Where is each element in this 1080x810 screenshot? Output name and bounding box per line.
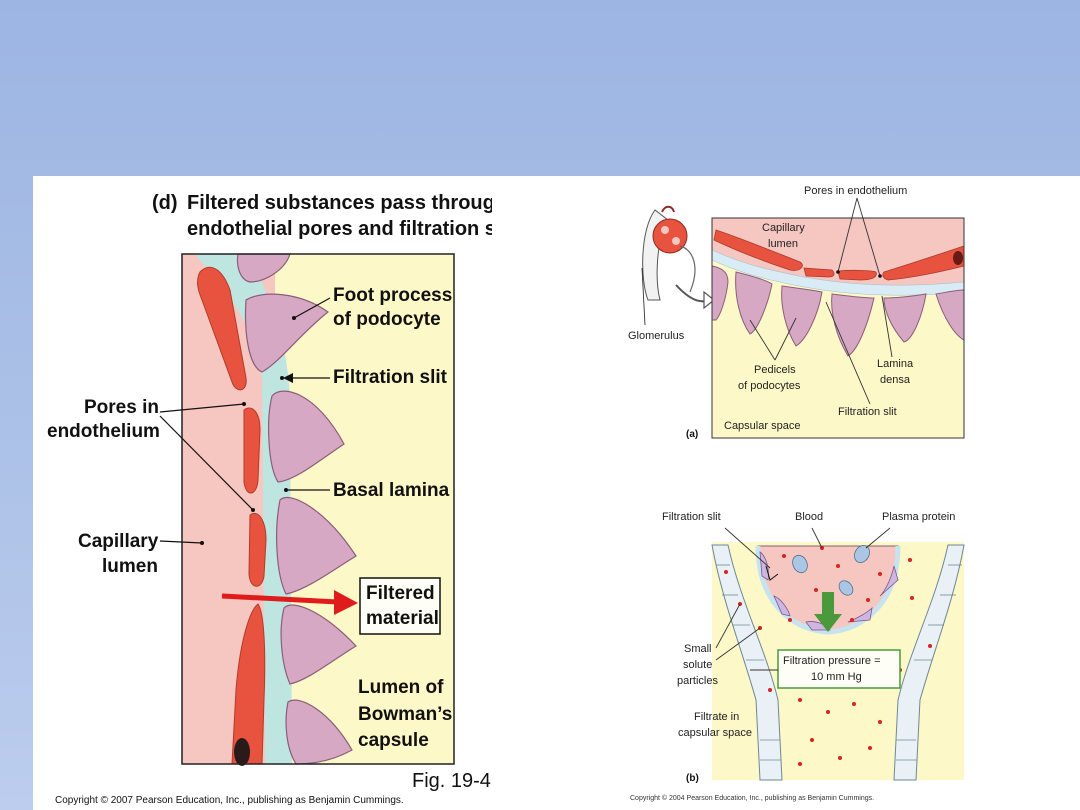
- glomerulus-icon: [642, 205, 696, 301]
- small-solute-label-1: Small: [684, 643, 712, 655]
- filtrate-label-2: capsular space: [678, 727, 752, 739]
- lamina-densa-label-1: Lamina: [877, 358, 914, 370]
- panel-d-letter: (d): [152, 192, 178, 214]
- filtered-arrow-shaft: [221, 593, 339, 605]
- capsular-space-label: Capsular space: [724, 420, 801, 432]
- panel-d-title-line2: endothelial pores and filtration slits: [187, 218, 492, 240]
- copyright-left: Copyright © 2007 Pearson Education, Inc.…: [55, 795, 404, 806]
- pores-leader: [159, 415, 254, 511]
- small-solute-label-2: solute: [683, 659, 713, 671]
- foot-process: [285, 699, 353, 765]
- endothelial-nucleus: [234, 738, 250, 766]
- small-solute-leader: [715, 627, 761, 661]
- basal-lamina-label: Basal lamina: [333, 480, 450, 501]
- small-solute-leader: [715, 603, 741, 649]
- filtered-material-label-2: material: [366, 608, 439, 629]
- pores-leader: [837, 197, 858, 273]
- blood-label: Blood: [795, 511, 824, 523]
- pores-label-2: endothelium: [47, 421, 160, 442]
- foot-process-label-1: Foot process: [333, 285, 453, 306]
- panel-a-endothelium: [713, 229, 965, 281]
- lamina-densa-label-2: densa: [880, 374, 910, 386]
- glomerulus-leader: [641, 267, 646, 326]
- endothelial-cell: [231, 603, 266, 765]
- capillary-lumen-label-2: lumen: [102, 556, 158, 577]
- pedicels-label-1: Pedicels: [754, 364, 796, 376]
- panel-a-capillary-label-2: lumen: [768, 238, 798, 250]
- filtered-material-box: [359, 577, 441, 635]
- foot-process: [236, 253, 291, 283]
- endothelial-cell: [248, 513, 267, 587]
- pores-label-1: Pores in: [84, 397, 159, 418]
- filtered-material-label-1: Filtered: [366, 583, 435, 604]
- basal-lamina-band: [195, 254, 292, 764]
- endothelial-cells: [197, 267, 267, 765]
- foot-process-label-2: of podocyte: [333, 309, 441, 330]
- lamina-dot: [284, 488, 288, 492]
- lamina-leader: [881, 295, 893, 358]
- panel-a-letter: (a): [686, 429, 699, 440]
- foot-process: [276, 496, 357, 595]
- endothelial-cell: [197, 267, 247, 391]
- figure-number: Fig. 19-4: [412, 770, 491, 792]
- panel-b-slit-leader: [724, 527, 771, 569]
- panel-b-podocytes: [759, 551, 899, 631]
- panel-b-capsule-walls: [711, 544, 965, 781]
- pores-leader: [856, 197, 881, 277]
- pedicels-leader: [774, 317, 797, 361]
- capillary-lumen-label-1: Capillary: [78, 531, 159, 552]
- panel-a-capillary-label-1: Capillary: [762, 222, 805, 234]
- filtered-arrow-head: [334, 590, 358, 615]
- pressure-label-2: 10 mm Hg: [811, 671, 862, 683]
- panel-b-letter: (b): [686, 773, 699, 784]
- panel-a-slit-label: Filtration slit: [838, 406, 897, 418]
- foot-process: [244, 293, 330, 373]
- panel-d-frame: [181, 253, 455, 765]
- pedicels-label-2: of podocytes: [738, 380, 801, 392]
- pressure-label-1: Filtration pressure =: [783, 655, 881, 667]
- slit-leader: [825, 301, 871, 405]
- panel-b-slit-label: Filtration slit: [662, 511, 721, 523]
- plasma-leader: [865, 527, 891, 549]
- panel-a-frame: [711, 217, 965, 439]
- filtrate-label-1: Filtrate in: [694, 711, 740, 723]
- pores-leader: [159, 403, 245, 413]
- filtration-slit-arrowhead: [283, 373, 293, 383]
- copyright-right: Copyright © 2004 Pearson Education, Inc.…: [630, 795, 875, 802]
- bowman-label-3: capsule: [358, 730, 429, 751]
- pedicels-leader: [749, 319, 776, 361]
- pressure-arrow: [814, 592, 842, 632]
- panel-a-pores-label: Pores in endothelium: [804, 185, 908, 197]
- filtration-slit-label: Filtration slit: [333, 367, 447, 388]
- bowman-label-2: Bowman’s: [358, 704, 453, 725]
- capillary-leader: [159, 540, 203, 544]
- glomerulus-label: Glomerulus: [628, 330, 685, 342]
- bowman-label-1: Lumen of: [358, 677, 444, 698]
- blood-leader: [811, 527, 823, 549]
- panel-d-title-line1: Filtered substances pass through: [187, 192, 492, 214]
- slit-dot: [280, 376, 284, 380]
- podocyte-foot-processes: [236, 253, 357, 765]
- small-solute-label-3: particles: [677, 675, 718, 687]
- plasma-protein-label: Plasma protein: [882, 511, 956, 523]
- pressure-box: [777, 649, 901, 689]
- foot-process-leader: [293, 297, 331, 319]
- foot-process: [280, 604, 357, 685]
- plasma-proteins: [792, 545, 870, 596]
- foot-process: [268, 390, 345, 483]
- endothelial-cell: [243, 407, 261, 494]
